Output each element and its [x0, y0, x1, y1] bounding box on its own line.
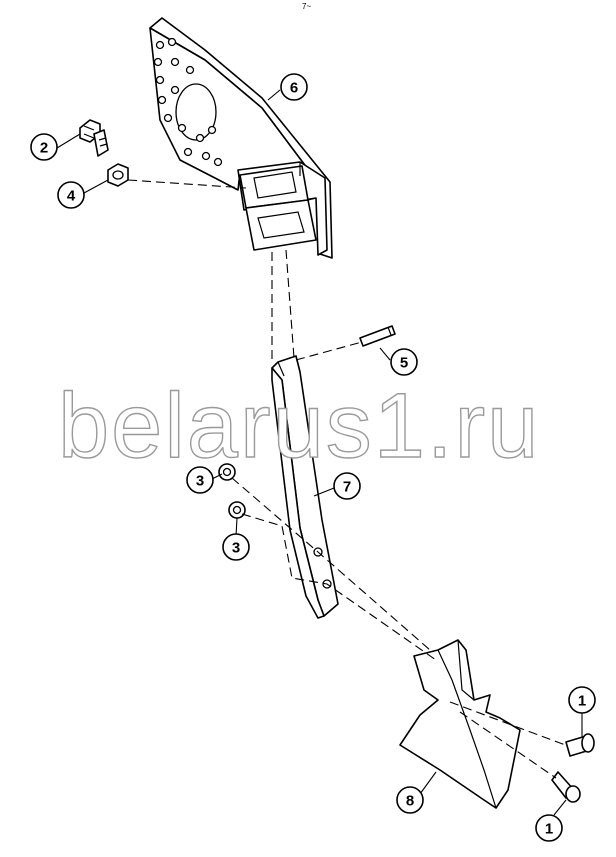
- callout-8: 8: [396, 786, 424, 814]
- bolt-part: [79, 119, 109, 157]
- pin-part: [359, 325, 396, 347]
- shank-part: [271, 355, 339, 619]
- svg-text:1: 1: [578, 693, 586, 710]
- rivet-part-lower: [551, 771, 581, 803]
- nut-part: [107, 163, 129, 187]
- assembly-dash-lines: [127, 179, 569, 779]
- svg-text:2: 2: [40, 140, 48, 157]
- callout-7: 7: [333, 472, 361, 500]
- svg-text:3: 3: [196, 473, 204, 490]
- svg-text:8: 8: [406, 793, 414, 810]
- callout-6: 6: [280, 73, 308, 101]
- ploughshare-part: [399, 639, 521, 809]
- svg-text:7: 7: [343, 479, 351, 496]
- washer-part-upper: [218, 463, 236, 481]
- plate-bolt-holes: [153, 37, 223, 167]
- svg-text:6: 6: [290, 80, 298, 97]
- callout-1-upper: 1: [568, 686, 596, 714]
- callout-4: 4: [57, 181, 85, 209]
- callout-leaders: [56, 89, 583, 816]
- callout-2: 2: [30, 133, 58, 161]
- washer-part-lower: [228, 501, 246, 519]
- svg-text:3: 3: [232, 540, 240, 557]
- mounting-plate-part: [149, 17, 333, 259]
- svg-text:4: 4: [67, 188, 76, 205]
- svg-text:1: 1: [545, 821, 553, 838]
- callout-3-lower: 3: [222, 533, 250, 561]
- callout-3-upper: 3: [186, 466, 214, 494]
- rivet-part-upper: [565, 733, 595, 757]
- top-mark: 7~: [302, 2, 311, 11]
- callout-1-lower: 1: [535, 814, 563, 842]
- svg-text:5: 5: [400, 355, 408, 372]
- callout-5: 5: [390, 348, 418, 376]
- watermark-text: belarus1.ru: [58, 375, 540, 477]
